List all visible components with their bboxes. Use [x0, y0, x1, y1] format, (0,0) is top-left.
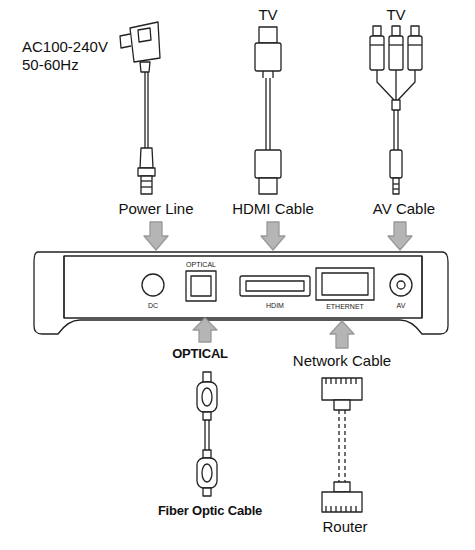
- port-name: OPTICAL: [172, 346, 228, 362]
- av-cable-part: [408, 44, 422, 45]
- power-plug-part: [144, 72, 145, 148]
- power-plug-part: [140, 148, 153, 168]
- port-label: DC: [148, 302, 158, 310]
- set-top-box-part: [322, 273, 368, 295]
- set-top-box: [34, 252, 448, 334]
- hdmi-cable: [255, 27, 281, 194]
- av-cable-part: [392, 26, 400, 36]
- set-top-box-part: [191, 276, 211, 296]
- power-plug-part: [138, 28, 151, 42]
- av-cable-part: [395, 70, 396, 100]
- fiber-optic-cable: [197, 372, 217, 496]
- cable-label: Fiber Optic Cable: [158, 503, 262, 519]
- av-cable-part: [393, 178, 399, 194]
- power-plug-part: [141, 176, 152, 194]
- network-cable-part: [326, 378, 356, 384]
- port-label: AV: [397, 302, 406, 310]
- av-cable-part: [377, 70, 394, 100]
- power-plug-part: [141, 180, 152, 181]
- fiber-optic-cable-part: [203, 372, 211, 382]
- av-cable-part: [393, 183, 399, 184]
- device-label: Router: [322, 518, 367, 536]
- hdmi-cable-part: [269, 78, 270, 150]
- set-top-box-part: [316, 268, 374, 300]
- power-plug-part: [140, 62, 150, 72]
- set-top-box-part: [34, 252, 448, 334]
- av-cable-part: [393, 110, 394, 150]
- network-cable-part: [322, 492, 362, 512]
- av-cable: [370, 26, 422, 194]
- cable-label: Network Cable: [293, 352, 391, 370]
- device-label: TV: [386, 6, 405, 24]
- set-top-box-part: [186, 271, 216, 301]
- fiber-optic-cable-part: [203, 450, 211, 458]
- av-cable-part: [389, 44, 403, 45]
- voltage-rating: AC100-240V 50-60Hz: [22, 38, 114, 74]
- set-top-box-part: [64, 256, 422, 318]
- cable-label: Power Line: [118, 200, 193, 218]
- fiber-optic-cable-part: [197, 382, 217, 412]
- hdmi-cable-part: [272, 71, 273, 78]
- fiber-optic-cable-part: [204, 420, 205, 450]
- av-cable-part: [398, 70, 415, 100]
- av-cable-part: [408, 36, 422, 70]
- cable-label: HDMI Cable: [232, 200, 314, 218]
- arrow-down-part: [261, 222, 285, 250]
- hdmi-cable-part: [259, 178, 277, 194]
- set-top-box-part: [397, 281, 405, 289]
- av-cable-part: [373, 26, 381, 36]
- av-cable-part: [390, 150, 402, 178]
- set-top-box-part: [64, 256, 422, 318]
- power-plug-part: [120, 34, 131, 48]
- arrow-down-part: [388, 222, 412, 250]
- device-label: TV: [258, 6, 277, 24]
- av-cable-part: [370, 44, 384, 45]
- network-cable-part: [326, 506, 356, 512]
- power-plug-part: [141, 186, 152, 187]
- power-plug-part: [130, 22, 160, 62]
- set-top-box-part: [142, 274, 164, 296]
- fiber-optic-cable-part: [203, 488, 211, 496]
- arrow-up: [193, 318, 354, 348]
- port-label: OPTICAL: [186, 261, 216, 269]
- arrow-down-part: [144, 222, 168, 250]
- power-plug-part: [147, 72, 148, 148]
- cable-label: AV Cable: [373, 200, 435, 218]
- hdmi-cable-part: [265, 78, 266, 150]
- connection-illustration-part: [34, 22, 448, 512]
- hdmi-cable-part: [255, 150, 281, 178]
- arrow-down: [144, 222, 412, 250]
- av-cable-part: [397, 110, 398, 150]
- network-cable-part: [344, 410, 345, 482]
- av-cable-part: [411, 26, 419, 36]
- fiber-optic-cable-part: [203, 412, 211, 420]
- port-label: HDIM: [266, 302, 284, 310]
- network-cable-part: [322, 378, 362, 400]
- network-cable-part: [334, 400, 350, 410]
- port-label: ETHERNET: [326, 303, 364, 311]
- fiber-optic-cable-part: [197, 458, 217, 488]
- network-cable-part: [338, 410, 339, 482]
- hdmi-cable-part: [262, 71, 263, 78]
- av-cable-part: [392, 100, 400, 110]
- fiber-optic-cable-part: [202, 388, 212, 406]
- set-top-box-part: [390, 274, 412, 296]
- av-cable-part: [393, 188, 399, 189]
- av-cable-part: [370, 36, 384, 70]
- av-cable-part: [389, 36, 403, 70]
- power-plug: [120, 22, 160, 194]
- fiber-optic-cable-part: [202, 464, 212, 482]
- power-plug-part: [138, 168, 155, 176]
- set-top-box-part: [240, 276, 310, 296]
- arrow-up-part: [193, 318, 217, 342]
- network-cable-part: [334, 482, 350, 492]
- arrow-up-part: [330, 321, 354, 348]
- network-cable: [322, 378, 362, 512]
- set-top-box-part: [246, 281, 304, 291]
- hdmi-cable-part: [259, 27, 277, 43]
- fiber-optic-cable-part: [208, 420, 209, 450]
- hdmi-cable-part: [255, 43, 281, 71]
